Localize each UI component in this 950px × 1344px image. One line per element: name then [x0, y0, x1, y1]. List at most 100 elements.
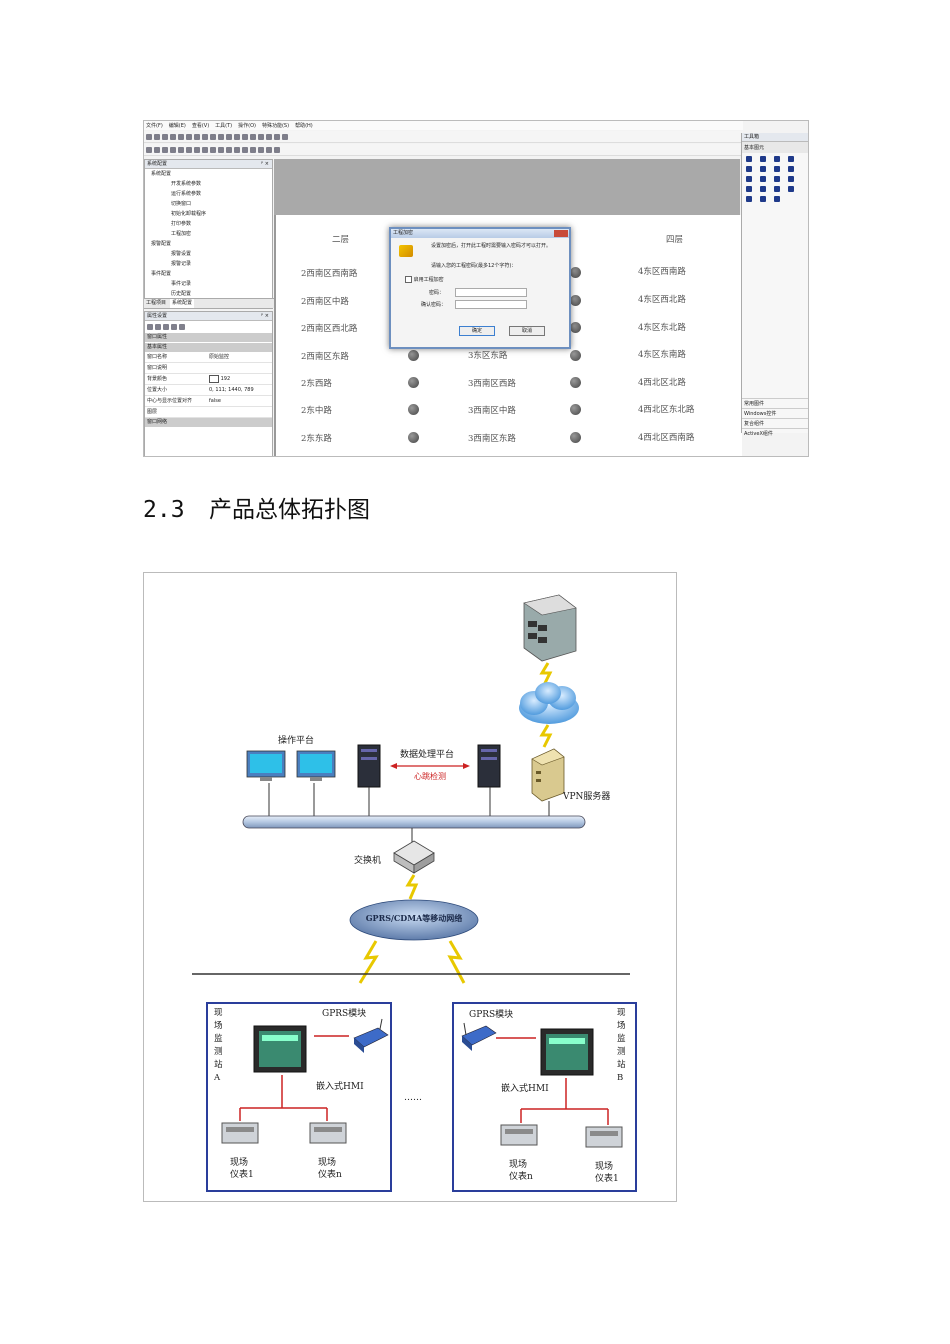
align-bottom-icon[interactable]	[170, 146, 176, 153]
same-width-icon[interactable]	[186, 146, 192, 153]
menu-edit[interactable]: 编辑(E)	[168, 123, 186, 129]
align-left-icon[interactable]	[146, 146, 152, 153]
copy-icon[interactable]	[186, 133, 192, 140]
settings-icon[interactable]	[266, 133, 272, 140]
polygon-icon[interactable]	[774, 176, 780, 182]
property-row[interactable]: 图层	[145, 407, 272, 418]
image-icon[interactable]	[774, 186, 780, 192]
tree-item[interactable]: 初始化卸载程序	[171, 211, 207, 217]
window-icon[interactable]	[242, 133, 248, 140]
status-light[interactable]	[570, 432, 581, 443]
menu-help[interactable]: 帮助(H)	[295, 123, 313, 129]
toolbox-group[interactable]: Windows控件	[742, 408, 808, 418]
tree-item[interactable]: 切换窗口	[171, 201, 192, 207]
tab-project[interactable]: 工程项目	[146, 300, 167, 306]
event-icon[interactable]	[171, 324, 177, 330]
pipe-icon[interactable]	[746, 186, 752, 192]
distribute-icon[interactable]	[178, 146, 184, 153]
cut-icon[interactable]	[178, 133, 184, 140]
close-icon[interactable]	[554, 230, 568, 237]
color-icon[interactable]	[258, 146, 264, 153]
font-icon[interactable]	[266, 146, 272, 153]
property-icon[interactable]	[163, 324, 169, 330]
circle-icon[interactable]	[746, 196, 752, 202]
toolbox-group[interactable]: 复合组件	[742, 418, 808, 428]
align-icon[interactable]	[234, 133, 240, 140]
status-light[interactable]	[570, 377, 581, 388]
sort-icon[interactable]	[147, 324, 153, 330]
ungroup-icon[interactable]	[210, 146, 216, 153]
status-light[interactable]	[408, 404, 419, 415]
toolbox-group[interactable]: ActiveX组件	[742, 428, 808, 438]
scale-icon[interactable]	[760, 186, 766, 192]
toolbox-group[interactable]: 常用图件	[742, 398, 808, 408]
status-light[interactable]	[408, 350, 419, 361]
image-icon[interactable]	[274, 146, 280, 153]
tree-item[interactable]: 打印参数	[171, 221, 192, 227]
open-icon[interactable]	[154, 133, 160, 140]
arc-icon[interactable]	[760, 176, 766, 182]
new-icon[interactable]	[146, 133, 152, 140]
cancel-button[interactable]: 取消	[509, 326, 545, 336]
pointer-icon[interactable]	[746, 156, 752, 162]
status-light[interactable]	[570, 350, 581, 361]
property-row[interactable]: 窗口说明	[145, 363, 272, 374]
text-icon[interactable]	[774, 156, 780, 162]
align-right-icon[interactable]	[154, 146, 160, 153]
close-icon[interactable]: ᵖ ×	[261, 313, 269, 319]
same-height-icon[interactable]	[194, 146, 200, 153]
edit-icon[interactable]	[179, 324, 185, 330]
select-icon[interactable]	[760, 156, 766, 162]
grid-icon[interactable]	[226, 133, 232, 140]
tree-item[interactable]: 报警记录	[171, 261, 192, 267]
menu-special[interactable]: 特殊功能(S)	[261, 123, 290, 129]
tree-item[interactable]: 系统配置	[151, 171, 172, 177]
line-icon[interactable]	[788, 156, 794, 162]
align-top-icon[interactable]	[162, 146, 168, 153]
tree-item[interactable]: 历史配置	[171, 291, 192, 297]
group-icon[interactable]	[202, 146, 208, 153]
tree-item[interactable]: 运行系统参数	[171, 191, 202, 197]
ellipse-icon[interactable]	[746, 176, 752, 182]
tree-item[interactable]: 工程加密	[171, 231, 192, 237]
lock-icon[interactable]	[250, 146, 256, 153]
status-light[interactable]	[570, 322, 581, 333]
menu-file[interactable]: 文件(F)	[146, 123, 163, 129]
status-light[interactable]	[408, 377, 419, 388]
tree-item[interactable]: 报警配置	[151, 241, 172, 247]
status-light[interactable]	[408, 432, 419, 443]
category-icon[interactable]	[155, 324, 161, 330]
curve-icon[interactable]	[774, 196, 780, 202]
confirm-password-input[interactable]	[455, 300, 527, 309]
tree-item[interactable]: 事件配置	[151, 271, 172, 277]
encrypt-checkbox[interactable]: 启用工程加密	[405, 276, 444, 283]
tab-system-config[interactable]: 系统配置	[170, 299, 195, 308]
status-light[interactable]	[570, 267, 581, 278]
layer-icon[interactable]	[250, 133, 256, 140]
close-icon[interactable]: ᵖ ×	[261, 161, 269, 167]
pie-icon[interactable]	[788, 176, 794, 182]
status-light[interactable]	[570, 295, 581, 306]
property-row[interactable]: 窗口名称原始监控	[145, 352, 272, 363]
menu-tools[interactable]: 工具(T)	[215, 123, 233, 129]
back-icon[interactable]	[226, 146, 232, 153]
zoom-icon[interactable]	[218, 133, 224, 140]
button-icon[interactable]	[788, 186, 794, 192]
save-all-icon[interactable]	[170, 133, 176, 140]
info-icon[interactable]	[274, 133, 280, 140]
undo-icon[interactable]	[202, 133, 208, 140]
menu-view[interactable]: 查看(V)	[191, 123, 210, 129]
property-row[interactable]: 背景颜色 192	[145, 374, 272, 385]
menu-operate[interactable]: 操作(O)	[238, 123, 256, 129]
ok-button[interactable]: 确定	[459, 326, 495, 336]
ring-icon[interactable]	[760, 196, 766, 202]
paste-icon[interactable]	[194, 133, 200, 140]
round-rect-icon[interactable]	[788, 166, 794, 172]
tree-item[interactable]: 报警设置	[171, 251, 192, 257]
status-light[interactable]	[570, 404, 581, 415]
help-icon[interactable]	[282, 133, 288, 140]
rect-icon[interactable]	[746, 166, 752, 172]
front-icon[interactable]	[218, 146, 224, 153]
